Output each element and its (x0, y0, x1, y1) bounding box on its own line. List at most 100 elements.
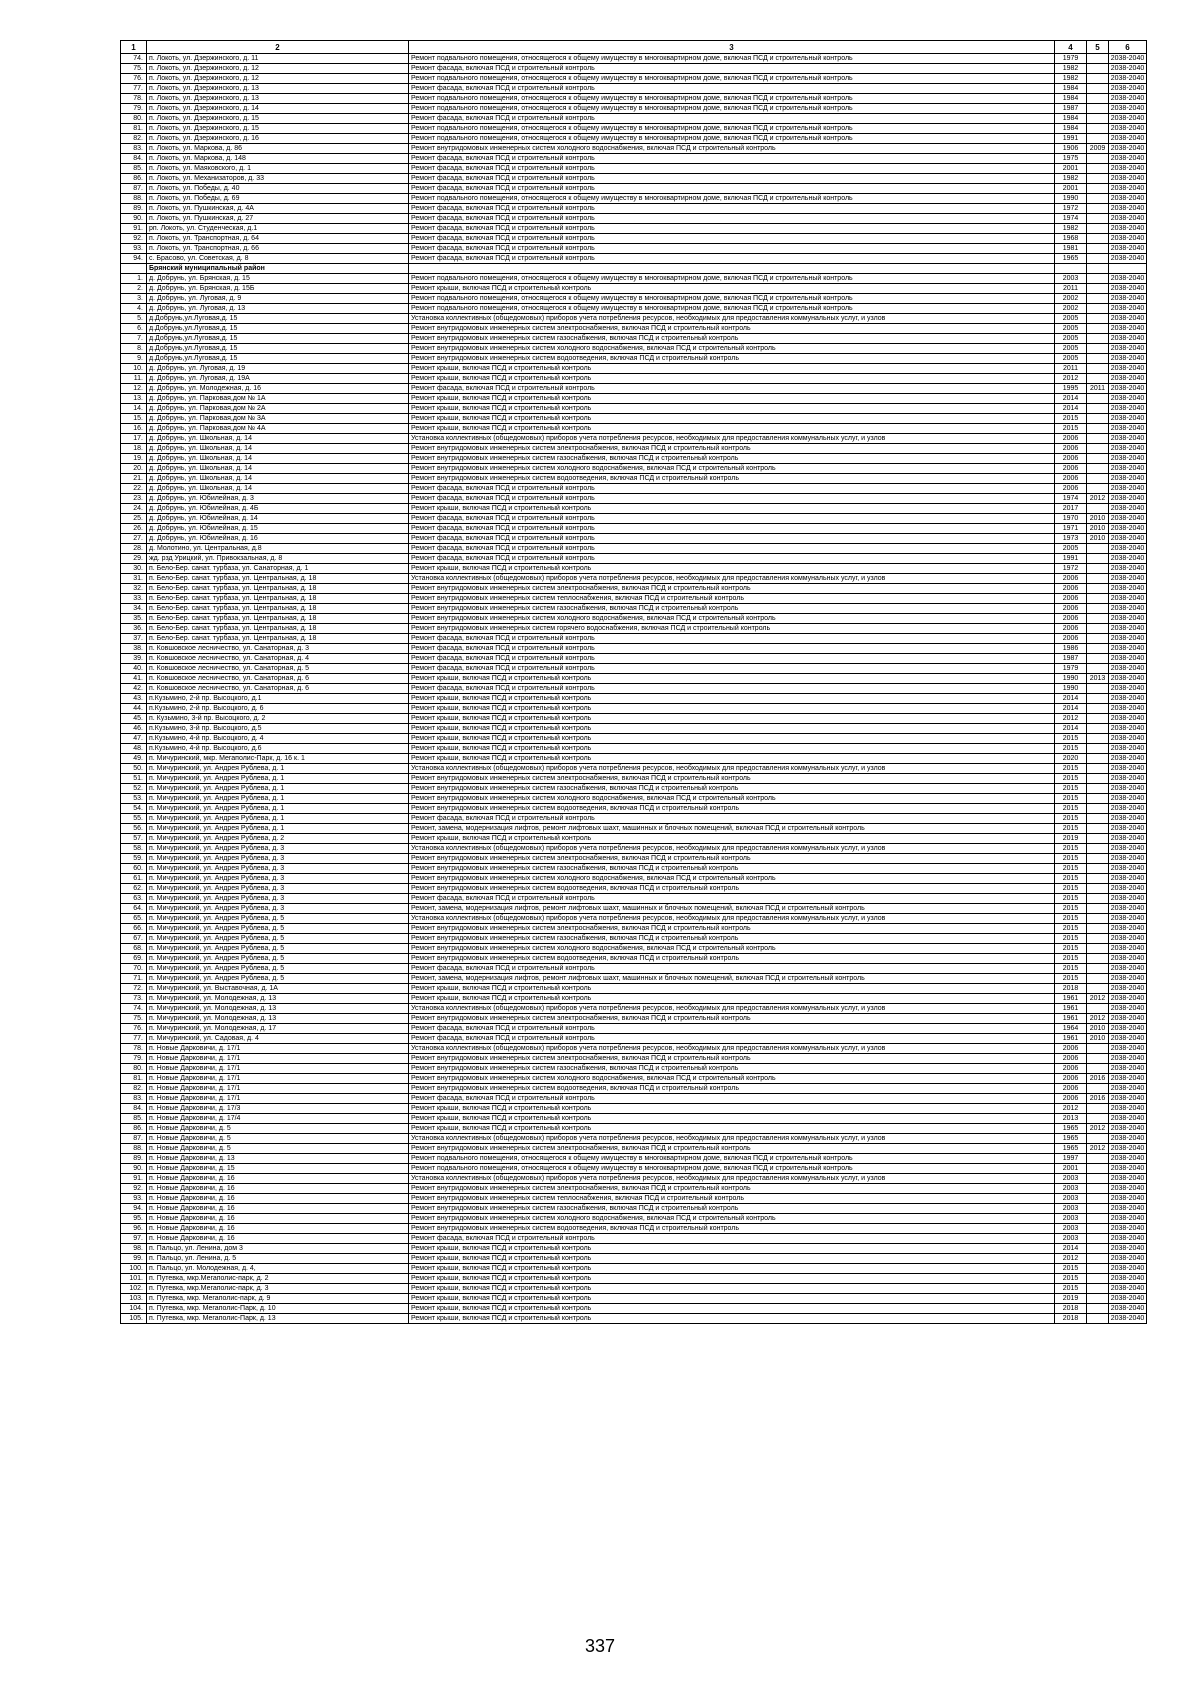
row-number: 94. (120, 253, 147, 264)
year-built-cell: 2012 (1054, 1253, 1087, 1264)
work-type-cell: Ремонт внутридомовых инженерных систем в… (408, 353, 1055, 364)
year-repaired-cell: 2012 (1086, 993, 1109, 1004)
planned-period-cell: 2038-2040 (1108, 463, 1147, 474)
planned-period-cell: 2038-2040 (1108, 1203, 1147, 1214)
address-cell: п. Новые Дарковичи, д. 5 (146, 1133, 409, 1144)
planned-period-cell: 2038-2040 (1108, 973, 1147, 984)
year-repaired-cell (1086, 323, 1109, 334)
address-cell: п. Локоть, ул. Дзержинского, д. 13 (146, 93, 409, 104)
year-built-cell: 1965 (1054, 1133, 1087, 1144)
year-built-cell: 2015 (1054, 803, 1087, 814)
work-type-cell: Ремонт фасада, включая ПСД и строительны… (408, 1023, 1055, 1034)
address-cell: д. Добрунь, ул. Школьная, д. 14 (146, 463, 409, 474)
year-built-cell: 2006 (1054, 573, 1087, 584)
address-cell: д. Добрунь, ул. Парковая,дом № 2А (146, 403, 409, 414)
work-type-cell: Ремонт фасада, включая ПСД и строительны… (408, 183, 1055, 194)
row-number: 52. (120, 783, 147, 794)
planned-period-cell: 2038-2040 (1108, 863, 1147, 874)
year-repaired-cell (1086, 1133, 1109, 1144)
year-built-cell: 1984 (1054, 83, 1087, 94)
year-repaired-cell (1086, 253, 1109, 264)
work-type-cell: Ремонт, замена, модернизация лифтов, рем… (408, 973, 1055, 984)
work-type-cell: Ремонт внутридомовых инженерных систем х… (408, 613, 1055, 624)
work-type-cell: Ремонт крыши, включая ПСД и строительный… (408, 703, 1055, 714)
year-repaired-cell (1086, 1313, 1109, 1324)
table-row: 40.п. Ковшовское лесничество, ул. Санато… (120, 663, 1147, 674)
work-type-cell: Ремонт внутридомовых инженерных систем г… (408, 623, 1055, 634)
row-number: 74. (120, 53, 147, 64)
year-built-cell: 1961 (1054, 1013, 1087, 1024)
address-cell: п. Новые Дарковичи, д. 17/1 (146, 1083, 409, 1094)
planned-period-cell: 2038-2040 (1108, 1063, 1147, 1074)
year-built-cell: 2001 (1054, 183, 1087, 194)
work-type-cell: Ремонт крыши, включая ПСД и строительный… (408, 1123, 1055, 1134)
planned-period-cell: 2038-2040 (1108, 1313, 1147, 1324)
year-repaired-cell (1086, 243, 1109, 254)
year-repaired-cell (1086, 193, 1109, 204)
row-number: 75. (120, 63, 147, 74)
planned-period-cell: 2038-2040 (1108, 323, 1147, 334)
work-type-cell: Ремонт фасада, включая ПСД и строительны… (408, 213, 1055, 224)
planned-period-cell: 2038-2040 (1108, 253, 1147, 264)
year-repaired-cell (1086, 743, 1109, 754)
row-number: 76. (120, 1023, 147, 1034)
planned-period-cell: 2038-2040 (1108, 723, 1147, 734)
row-number: 29. (120, 553, 147, 564)
year-repaired-cell (1086, 423, 1109, 434)
year-built-cell: 2006 (1054, 603, 1087, 614)
year-built-cell: 1990 (1054, 193, 1087, 204)
year-built-cell: 1987 (1054, 653, 1087, 664)
address-cell: п. Локоть, ул. Транспортная, д. 66 (146, 243, 409, 254)
row-number: 28. (120, 543, 147, 554)
address-cell: п. Локоть, ул. Дзержинского, д. 14 (146, 103, 409, 114)
work-type-cell: Ремонт подвального помещения, относящего… (408, 73, 1055, 84)
year-built-cell: 2015 (1054, 1283, 1087, 1294)
address-cell: п. Мичуринский, ул. Молодежная, д. 13 (146, 1013, 409, 1024)
planned-period-cell: 2038-2040 (1108, 673, 1147, 684)
planned-period-cell: 2038-2040 (1108, 733, 1147, 744)
work-type-cell: Ремонт фасада, включая ПСД и строительны… (408, 63, 1055, 74)
row-number: 94. (120, 1203, 147, 1214)
work-type-cell: Ремонт крыши, включая ПСД и строительный… (408, 673, 1055, 684)
year-repaired-cell (1086, 973, 1109, 984)
year-repaired-cell: 2012 (1086, 1143, 1109, 1154)
address-cell: п. Новые Дарковичи, д. 17/1 (146, 1093, 409, 1104)
work-type-cell: Ремонт фасада, включая ПСД и строительны… (408, 813, 1055, 824)
address-cell: п. Мичуринский, ул. Андрея Рублева, д. 5 (146, 973, 409, 984)
row-number: 82. (120, 133, 147, 144)
year-repaired-cell (1086, 153, 1109, 164)
year-repaired-cell: 2012 (1086, 1123, 1109, 1134)
work-type-cell: Ремонт фасада, включая ПСД и строительны… (408, 513, 1055, 524)
planned-period-cell: 2038-2040 (1108, 53, 1147, 64)
work-type-cell: Ремонт фасада, включая ПСД и строительны… (408, 113, 1055, 124)
year-repaired-cell (1086, 1003, 1109, 1014)
table-row: 70.п. Мичуринский, ул. Андрея Рублева, д… (120, 963, 1147, 974)
row-number: 84. (120, 153, 147, 164)
year-built-cell: 2019 (1054, 833, 1087, 844)
planned-period-cell: 2038-2040 (1108, 883, 1147, 894)
planned-period-cell: 2038-2040 (1108, 143, 1147, 154)
table-row: 69.п. Мичуринский, ул. Андрея Рублева, д… (120, 953, 1147, 964)
year-repaired-cell (1086, 393, 1109, 404)
address-cell: п. Новые Дарковичи, д. 16 (146, 1233, 409, 1244)
year-built-cell: 2015 (1054, 763, 1087, 774)
year-repaired-cell (1086, 733, 1109, 744)
planned-period-cell: 2038-2040 (1108, 1113, 1147, 1124)
work-type-cell: Ремонт крыши, включая ПСД и строительный… (408, 1263, 1055, 1274)
planned-period-cell: 2038-2040 (1108, 83, 1147, 94)
year-repaired-cell (1086, 1233, 1109, 1244)
address-cell: п. Пальцо, ул. Ленина, дом 3 (146, 1243, 409, 1254)
year-built-cell: 1990 (1054, 683, 1087, 694)
year-built-cell: 2006 (1054, 453, 1087, 464)
table-row: 105.п. Путевка, мкр. Мегаполис-Парк, д. … (120, 1313, 1147, 1324)
